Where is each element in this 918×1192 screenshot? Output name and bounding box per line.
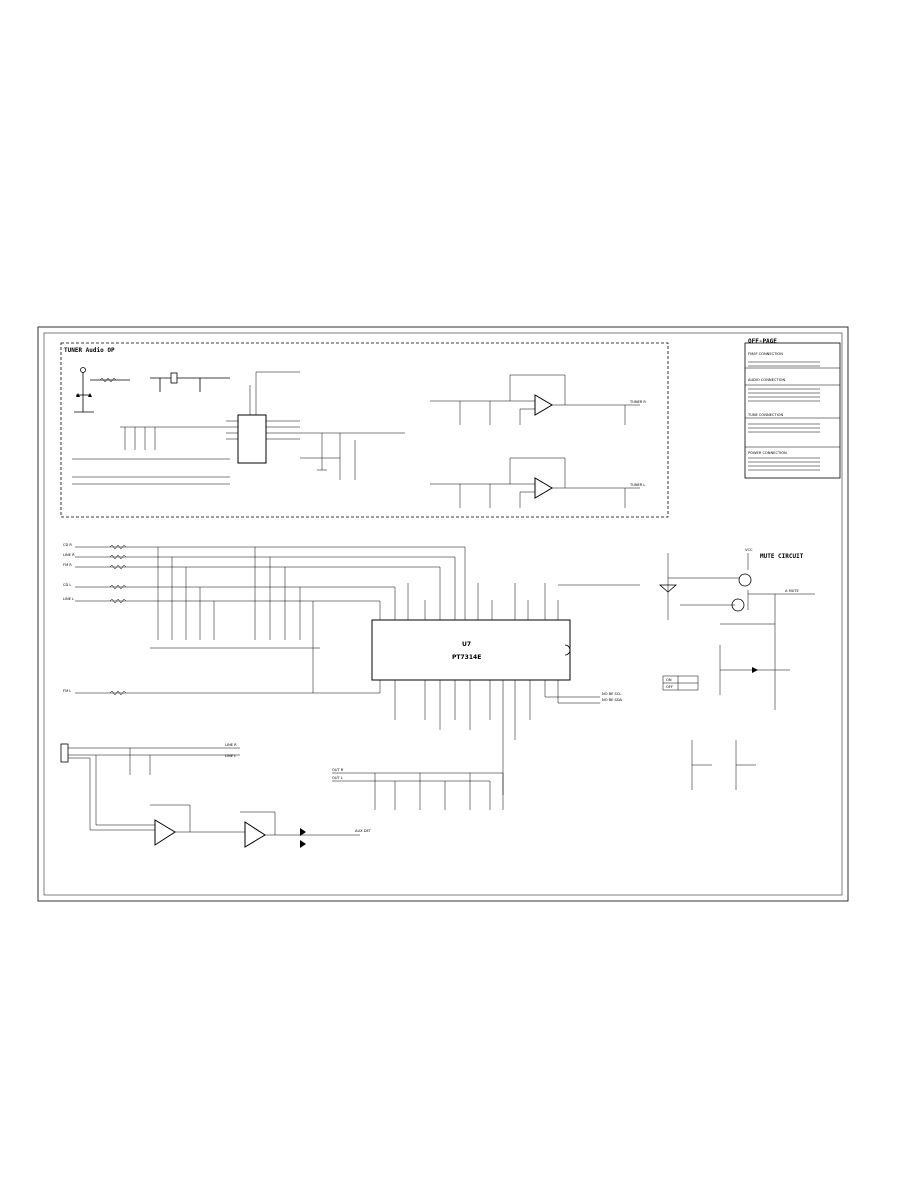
- audio-processor-ic: U7 PT7314E NO BE SCL NO BE SDA: [371, 583, 640, 795]
- audio-inputs: CD R LINE R FM R CD L LINE L FM L: [63, 543, 466, 696]
- line-out-r: LINE R: [225, 743, 237, 747]
- offpage-section: OFF-PAGE FM/IF CONNECTION AUDIO CONNECTI…: [744, 338, 841, 479]
- tuner-audio-title: TUNER Audio OP: [64, 347, 115, 354]
- mute-table-off: OFF: [666, 685, 673, 689]
- offpage-group-fm-if: FM/IF CONNECTION: [748, 352, 783, 356]
- tuner-l-label: TUNER L: [629, 483, 645, 487]
- mute-section: MUTE CIRCUIT A MUTE VCC ON OFF: [658, 548, 815, 790]
- input-line-r: LINE R: [63, 553, 75, 557]
- net-aux-det: AUX DET: [355, 829, 372, 833]
- input-fm-l: FM L: [63, 689, 71, 693]
- net-vcc: VCC: [745, 548, 753, 552]
- offpage-group-audio: AUDIO CONNECTION: [748, 378, 785, 382]
- tuner-ic: [237, 414, 267, 464]
- out-l: OUT L: [332, 776, 343, 780]
- aux-jack: [60, 743, 69, 763]
- drawing-frame: [37, 326, 849, 902]
- ic-part: PT7314E: [452, 654, 481, 661]
- tuner-r-label: TUNER R: [629, 400, 646, 404]
- input-line-l: LINE L: [63, 597, 74, 601]
- input-fm-r: FM R: [63, 563, 72, 567]
- mute-title: MUTE CIRCUIT: [760, 553, 804, 560]
- ic-ref: U7: [462, 641, 471, 648]
- offpage-group-tune: TUNE CONNECTION: [747, 413, 784, 417]
- net-scl: NO BE SCL: [602, 692, 621, 696]
- net-sda: NO BE SDA: [602, 698, 623, 702]
- line-out-l: LINE L: [225, 754, 236, 758]
- input-cd-l: CD L: [63, 583, 71, 587]
- opamp-aux-1: [154, 819, 176, 846]
- offpage-title: OFF-PAGE: [748, 338, 777, 345]
- input-cd-r: CD R: [63, 543, 72, 547]
- opamp-tuner-l: [534, 477, 553, 499]
- aux-section: LINE R LINE L AUX DET OUT R OUT L: [60, 743, 504, 848]
- mute-table-on: ON: [666, 678, 672, 682]
- net-mute: A MUTE: [785, 589, 800, 593]
- out-r: OUT R: [332, 768, 344, 772]
- tuner-audio-section: TUNER Audio OP: [60, 342, 669, 518]
- opamp-tuner-r: [534, 394, 553, 416]
- offpage-group-power: POWER CONNECTION: [748, 451, 787, 455]
- opamp-aux-2: [244, 821, 266, 848]
